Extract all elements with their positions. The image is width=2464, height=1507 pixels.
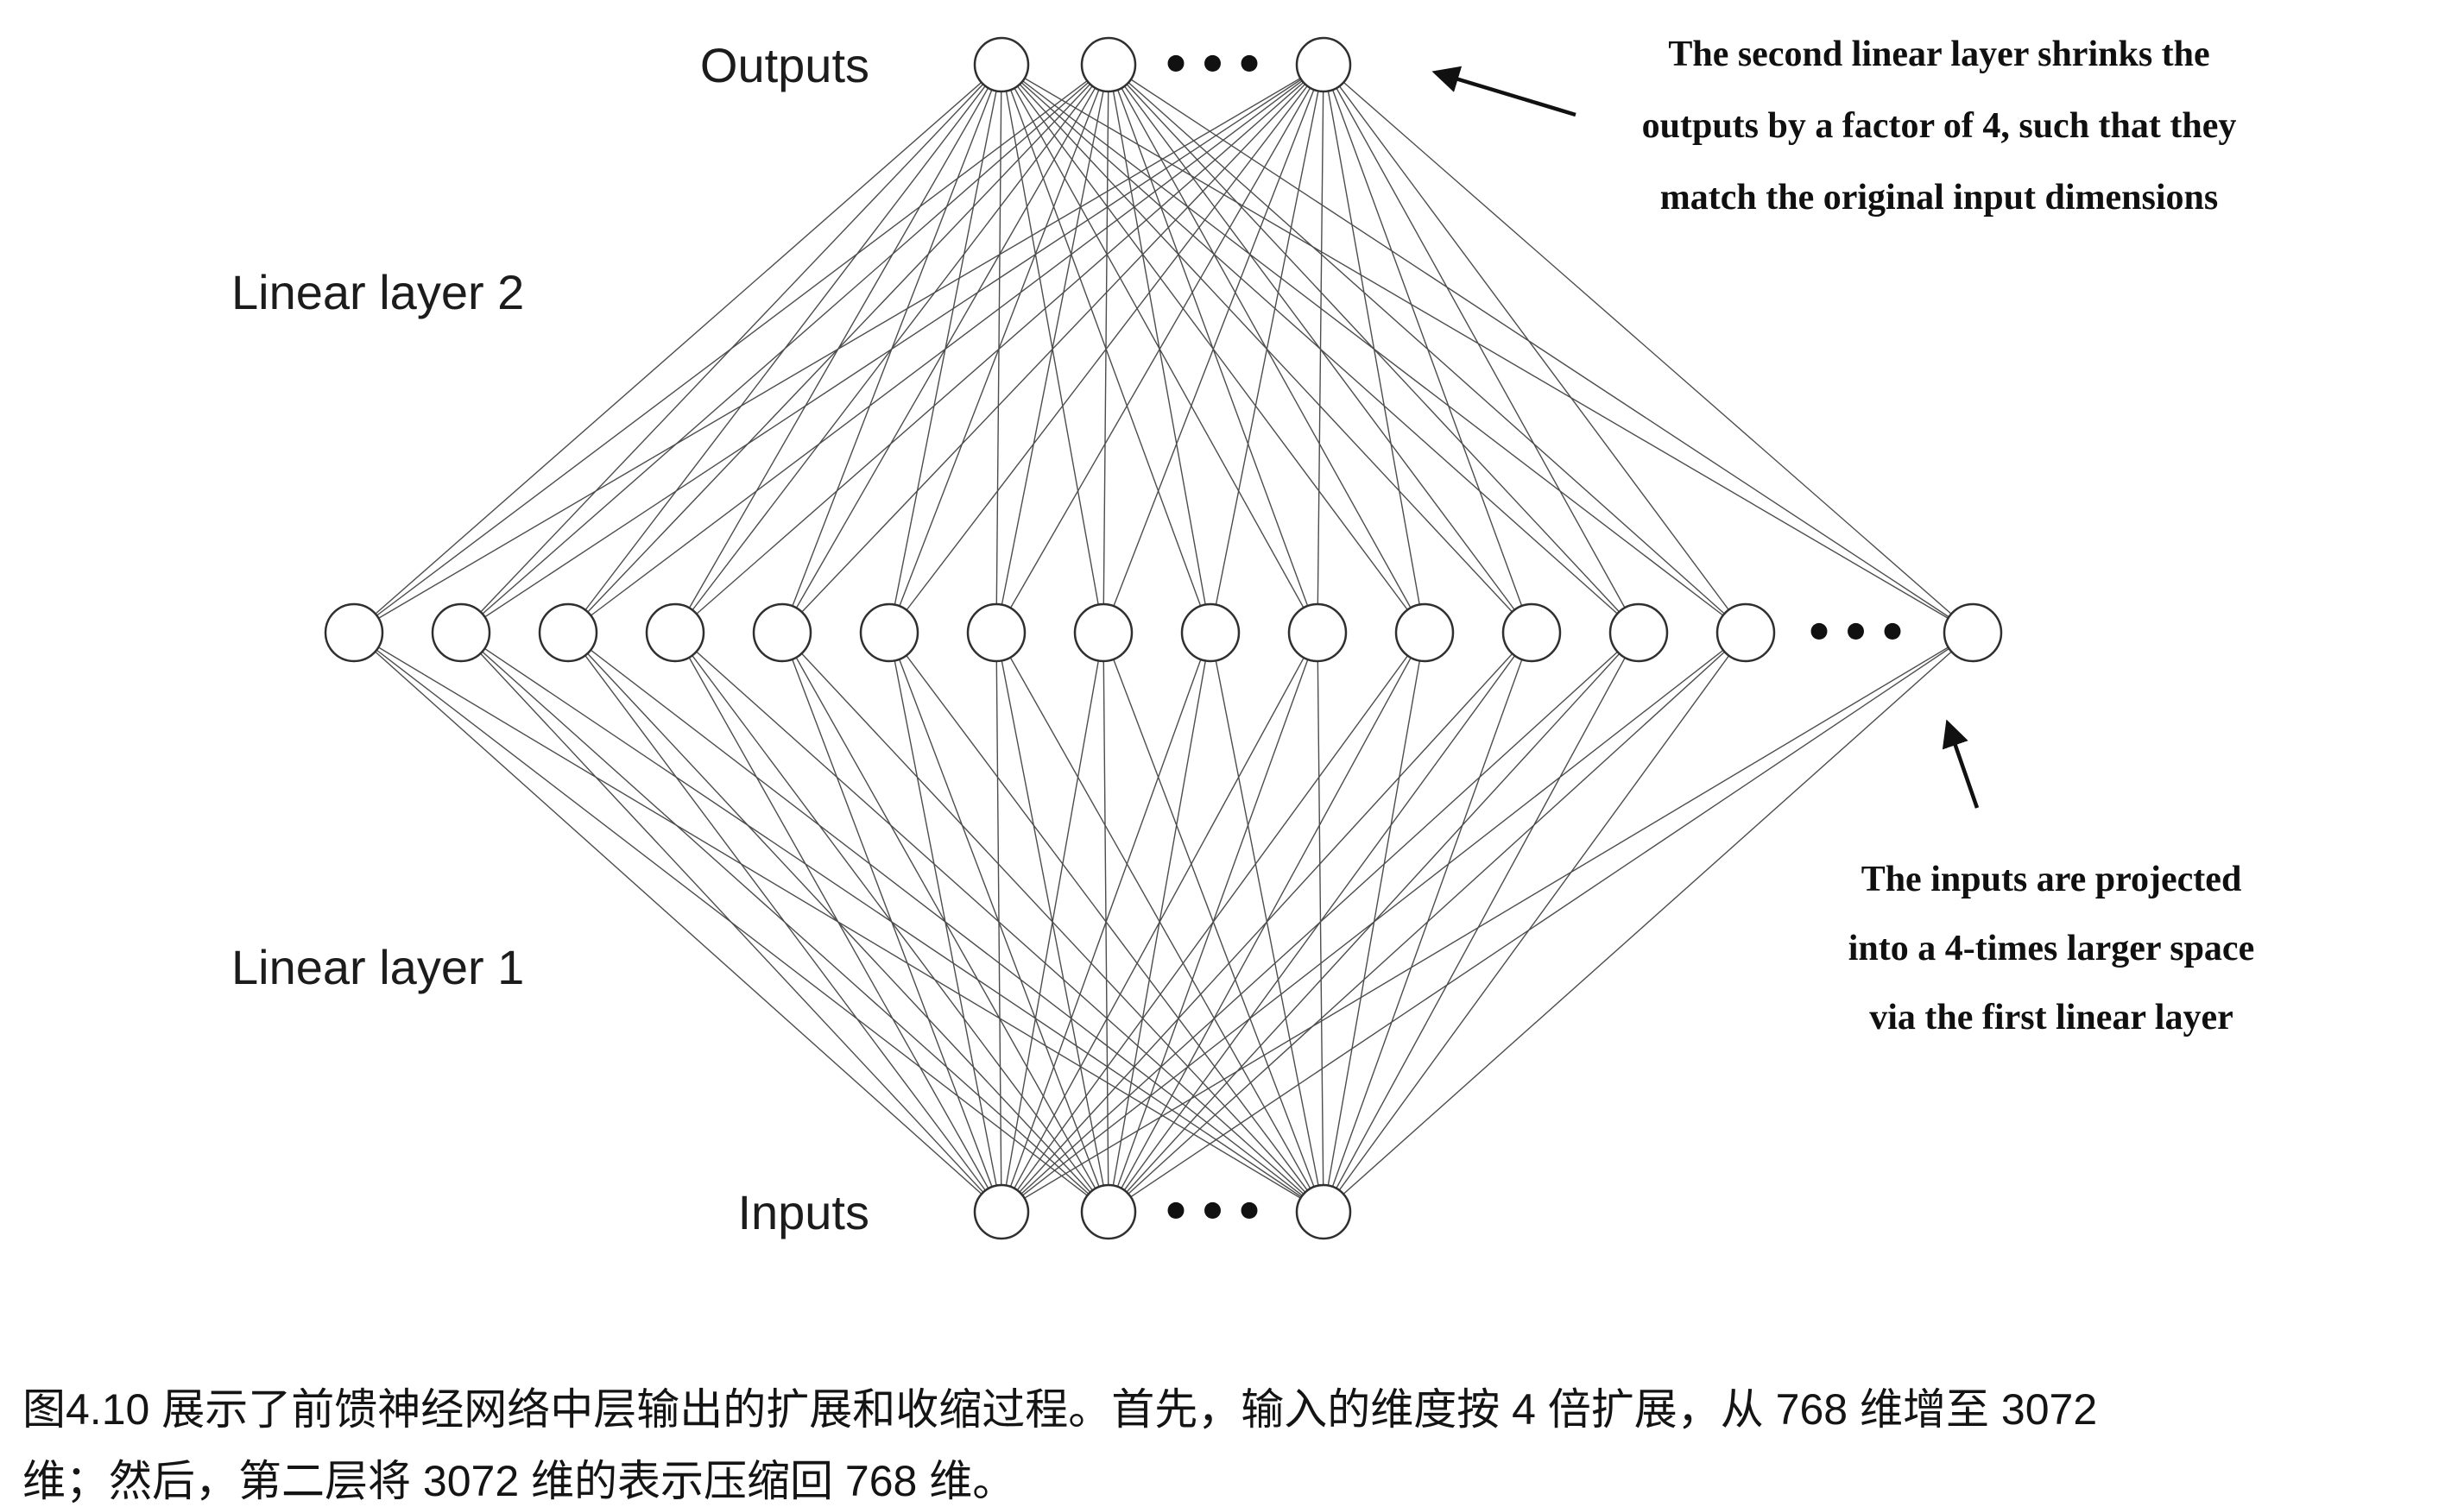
network-edge [1108,64,1974,634]
network-node [1608,602,1669,663]
network-edge [995,64,1324,634]
network-edge [1317,64,1324,634]
network-edge [781,632,1324,1213]
network-edge [567,632,1324,1213]
network-node [859,602,919,663]
network-edge [674,64,1324,634]
ellipsis: ••• [1161,38,1272,92]
ellipsis: ••• [1804,606,1915,660]
caption-line-1: 图4.10 展示了前馈神经网络中层输出的扩展和收缩过程。首先，输入的维度按 4 … [22,1385,2098,1434]
network-node [973,1183,1030,1240]
network-node [1287,602,1348,663]
network-node [966,602,1027,663]
network-edge [1210,632,1324,1213]
network-node [1715,602,1776,663]
network-node [538,602,598,663]
network-edge [1323,632,1747,1213]
annotation-shrink-line-3: match the original input dimensions [1660,178,2218,218]
network-edge [353,632,1002,1213]
annotation-expand-line-1: The inputs are projected [1861,860,2242,899]
network-edge [1323,64,1640,634]
annotation-arrow-shrink [1431,66,1576,117]
network-edge [995,632,1324,1213]
network-edge [460,64,1324,634]
network-node [431,602,491,663]
network-edge [1323,632,1425,1213]
network-edge [353,632,1324,1213]
ellipsis-dots: ••• ••• ••• [1161,38,1915,1239]
network-edge [353,64,1109,634]
figure-caption: 图4.10 展示了前馈神经网络中层输出的扩展和收缩过程。首先，输入的维度按 4 … [22,1374,2450,1507]
network-edge [1102,64,1324,634]
ellipsis: ••• [1161,1185,1272,1239]
network-edge [1210,64,1324,634]
network-edge [888,632,1324,1213]
inputs-label: Inputs [737,1185,869,1239]
annotation-shrink-line-2: outputs by a factor of 4, such that they [1642,106,2237,146]
network-diagram: ••••••••• Outputs Inputs Linear layer 2 … [231,35,2254,1240]
network-edge [1001,64,1974,634]
network-edge [781,64,1324,634]
network-node [645,602,705,663]
network-edge [1102,632,1324,1213]
network-node [324,602,384,663]
network-edge [674,632,1324,1213]
network-node [1501,602,1562,663]
network-node [1295,36,1352,93]
network-node [1394,602,1455,663]
linear-layer-1-label: Linear layer 1 [231,940,524,994]
network-edge [1323,64,1425,634]
annotation-expand-line-3: via the first linear layer [1869,998,2233,1037]
annotation-shrink-line-1: The second linear layer shrinks the [1668,35,2209,74]
network-node [1295,1183,1352,1240]
network-node [1080,36,1137,93]
linear-layer-2-label: Linear layer 2 [231,265,524,319]
annotation-expand-line-2: into a 4-times larger space [1848,929,2254,968]
network-edge [1001,632,1974,1213]
network-edges [353,64,1974,1213]
network-node [1180,602,1241,663]
caption-line-2: 维；然后，第二层将 3072 维的表示压缩回 768 维。 [22,1457,1016,1505]
network-edge [1323,64,1532,634]
network-node [973,36,1030,93]
network-edge [353,632,1109,1213]
network-node [1073,602,1134,663]
network-edge [1323,632,1532,1213]
network-node [752,602,812,663]
network-edge [888,64,1324,634]
network-edge [353,64,1002,634]
outputs-label: Outputs [700,38,869,92]
network-edge [460,64,1109,634]
network-edge [1323,64,1747,634]
network-edge [1323,632,1974,1213]
network-node [1943,602,2003,663]
network-edge [460,632,1109,1213]
network-edge [567,64,1324,634]
network-nodes [324,36,2003,1240]
network-node [1080,1183,1137,1240]
network-edge [460,632,1324,1213]
network-edge [1323,64,1974,634]
network-edge [353,64,1324,634]
network-edge [1317,632,1324,1213]
annotation-arrow-expand [1942,719,1980,809]
network-edge [1323,632,1640,1213]
network-edge [1108,632,1974,1213]
